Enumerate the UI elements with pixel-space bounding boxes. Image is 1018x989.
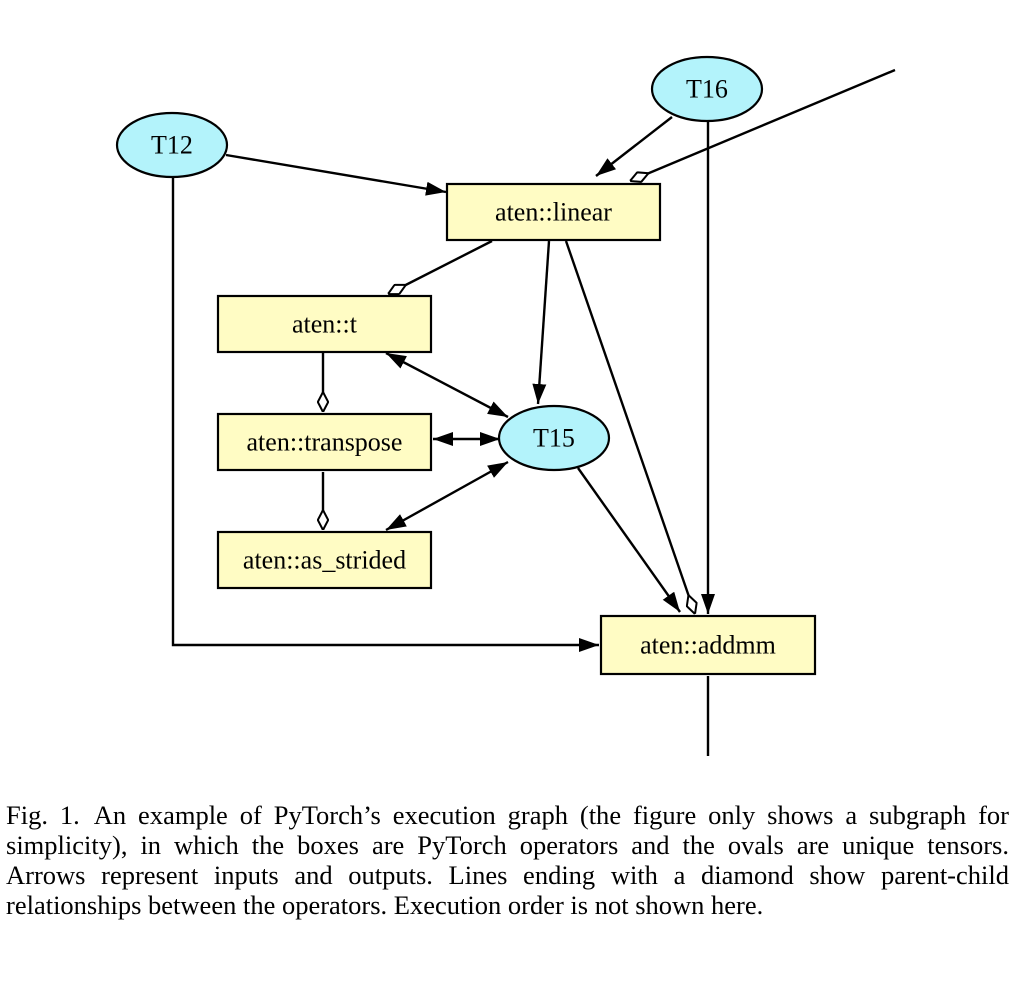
tensor-node-t16: T16 xyxy=(650,55,764,123)
figure-number: Fig. 1. xyxy=(6,800,80,830)
operator-label-linear: aten::linear xyxy=(495,198,612,227)
tensor-node-t12: T12 xyxy=(115,111,229,179)
edge-t16-to-linear xyxy=(595,116,673,177)
operator-node-linear: aten::linear xyxy=(445,182,662,242)
edge-t-t15-bidirectional xyxy=(385,351,509,419)
execution-graph: T12 T16 T15 aten::linear aten::t aten::t… xyxy=(115,55,896,756)
operator-node-transpose: aten::transpose xyxy=(216,412,433,472)
edge-t12-to-addmm xyxy=(171,176,599,652)
operator-node-as-strided: aten::as_strided xyxy=(216,530,433,590)
edge-linear-to-addmm xyxy=(564,240,695,614)
edge-t12-to-linear xyxy=(225,153,447,196)
tensor-label-t15: T15 xyxy=(533,424,575,453)
operator-label-addmm: aten::addmm xyxy=(640,631,776,660)
figure-caption: Fig. 1.An example of PyTorch’s execution… xyxy=(6,800,1009,920)
tensor-label-t12: T12 xyxy=(151,131,193,160)
operator-label-t: aten::t xyxy=(292,310,358,339)
edge-as-strided-t15-bidirectional xyxy=(385,460,509,532)
execution-graph-figure: T12 T16 T15 aten::linear aten::t aten::t… xyxy=(115,55,896,756)
edge-external-to-linear xyxy=(630,68,896,181)
tensor-label-t16: T16 xyxy=(686,75,728,104)
caption-text: An example of PyTorch’s execution graph … xyxy=(6,800,1009,920)
operator-label-as-strided: aten::as_strided xyxy=(243,546,406,575)
operator-node-addmm: aten::addmm xyxy=(599,614,817,676)
edge-t15-to-addmm xyxy=(577,467,681,613)
operator-label-transpose: aten::transpose xyxy=(247,428,403,457)
edge-linear-to-t15 xyxy=(532,240,551,405)
edge-linear-to-t xyxy=(388,239,493,294)
tensor-node-t15: T15 xyxy=(497,404,611,472)
operator-node-t: aten::t xyxy=(216,294,433,354)
